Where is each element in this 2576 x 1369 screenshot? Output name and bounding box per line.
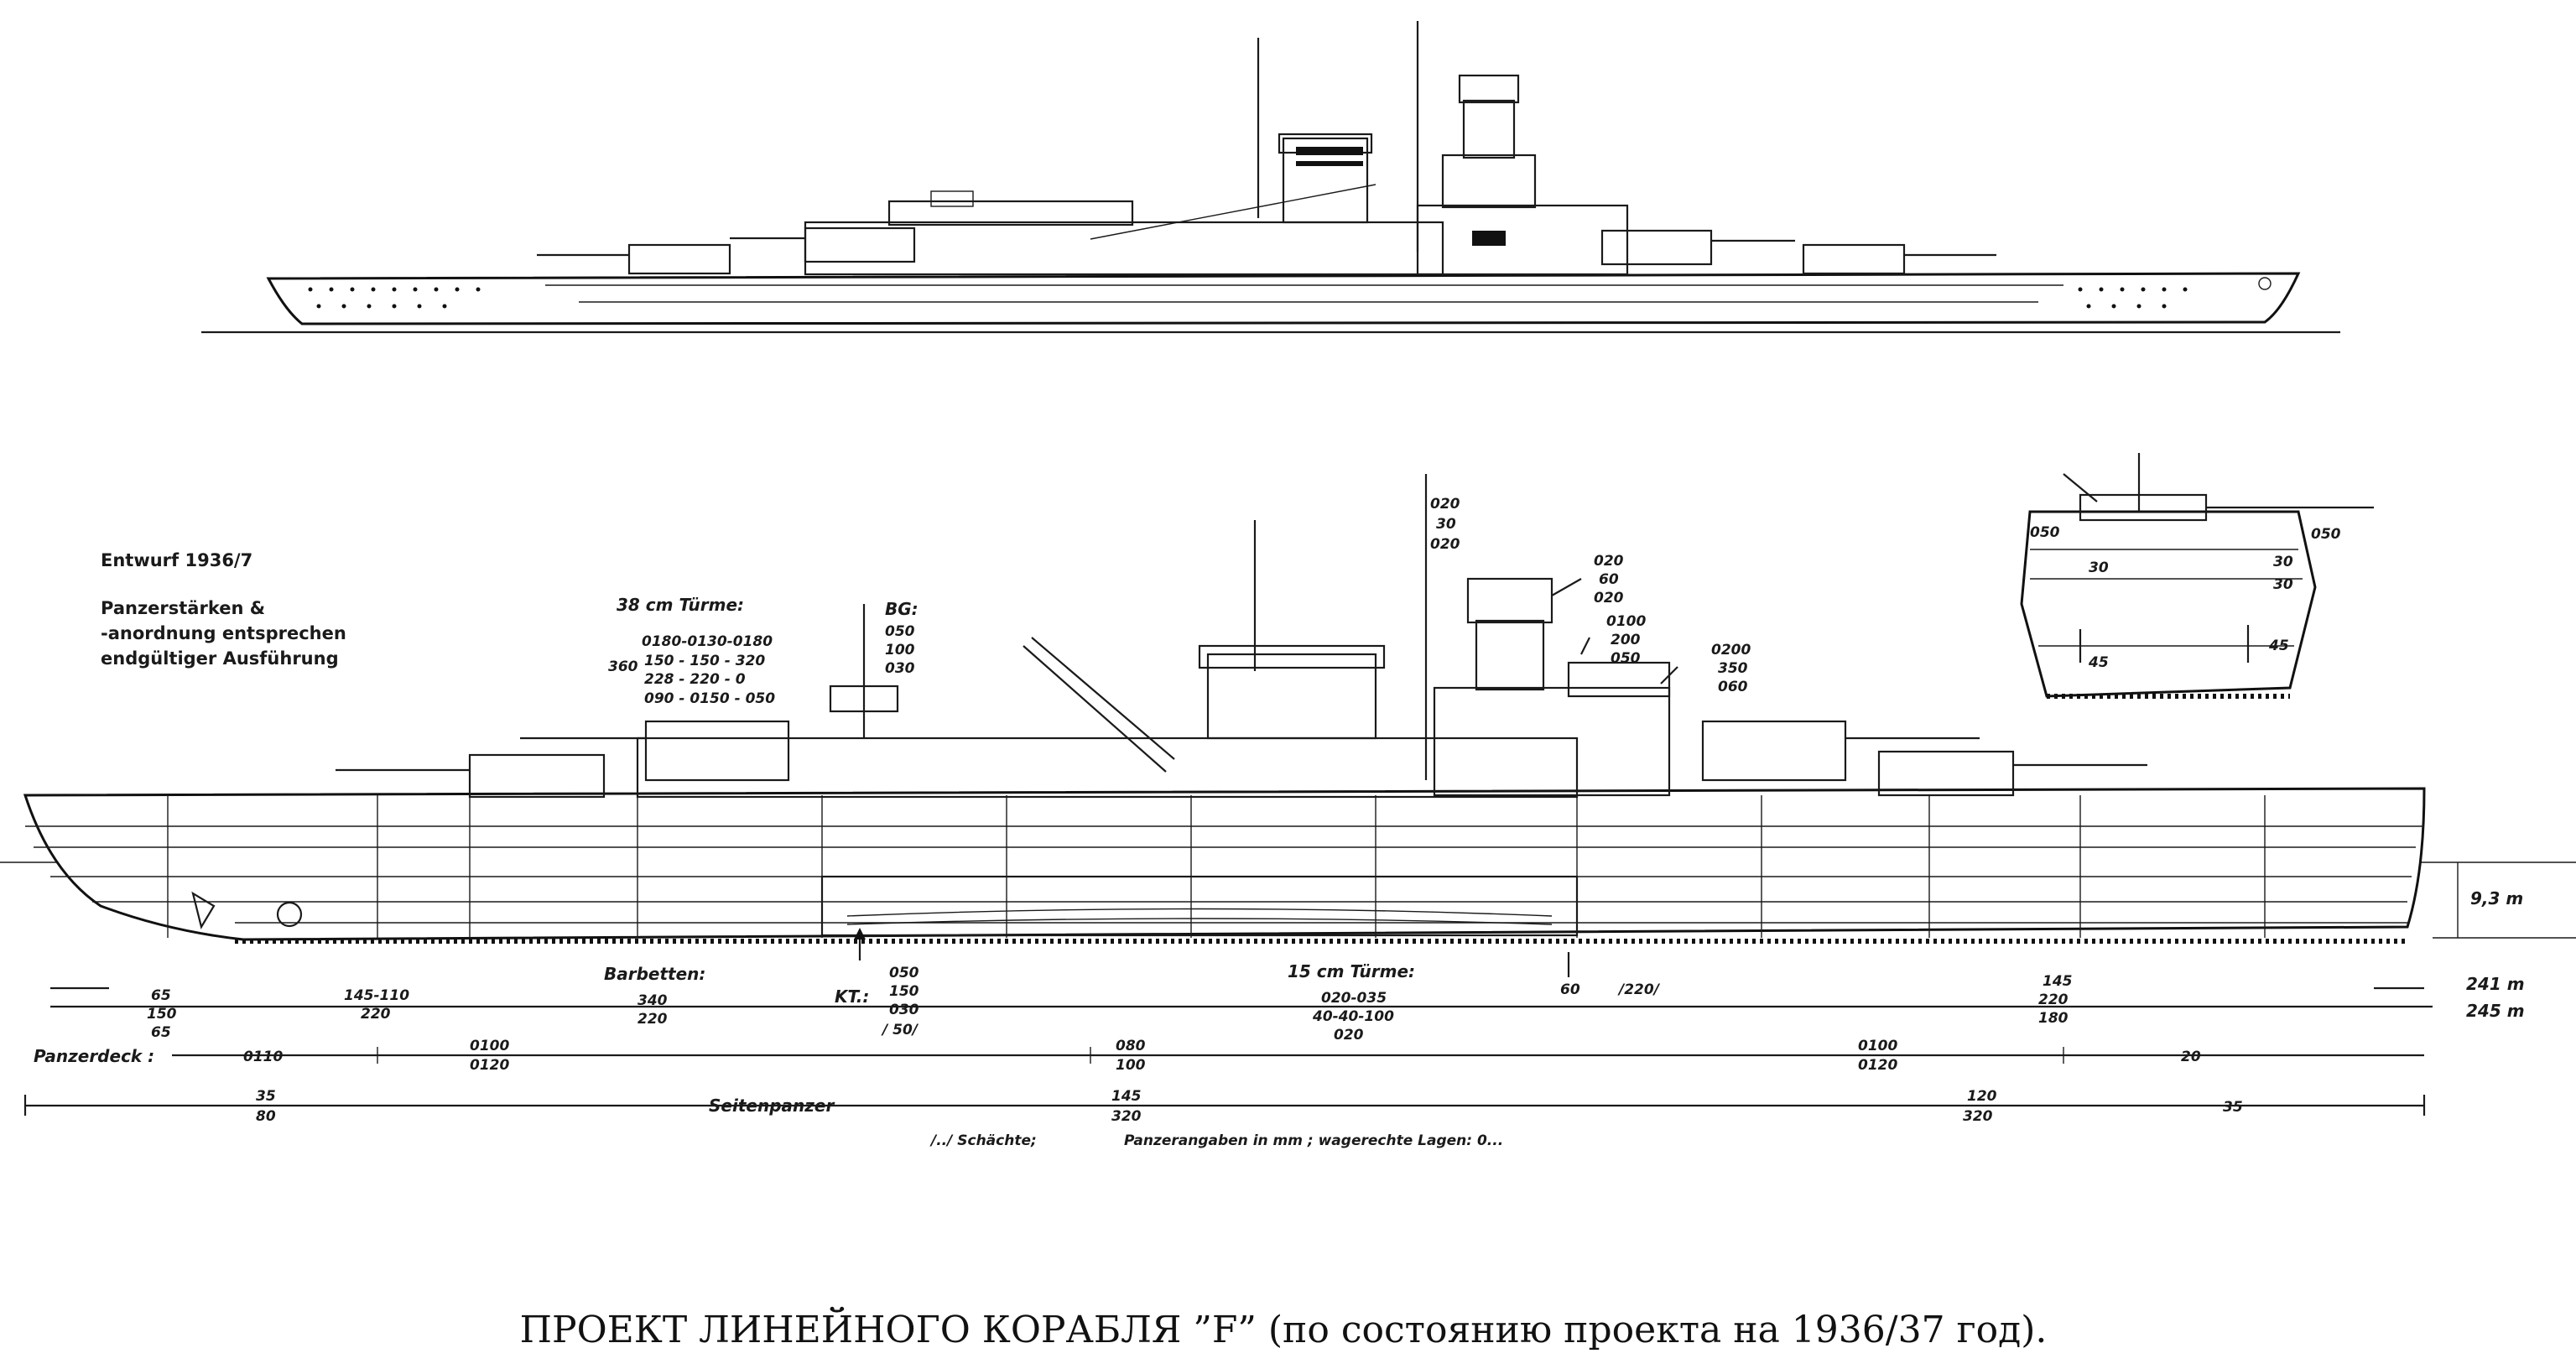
note-line-2: -anordnung entsprechen	[101, 623, 346, 643]
bg-value-1: 050	[885, 623, 915, 640]
section-050-left: 050	[2030, 524, 2060, 541]
seitenpanzer-value-2b: 320	[1111, 1108, 1142, 1125]
panzerdeck-value-3b: 100	[1116, 1057, 1146, 1074]
t15-value-3: 020	[1334, 1027, 1364, 1044]
entwurf-label: Entwurf 1936/7	[101, 550, 252, 570]
length-wl-label: 241 m	[2466, 974, 2525, 994]
bg-value-2: 100	[885, 642, 915, 658]
bridge-armor-3: 020	[1430, 536, 1460, 553]
kt-value-2: 150	[889, 983, 919, 1000]
panzerdeck-value-4b: 0120	[1858, 1057, 1897, 1074]
fc3-armor-3: 060	[1718, 679, 1748, 695]
bg-value-3: 030	[885, 660, 915, 677]
section-45-left: 45	[2088, 654, 2109, 671]
turrets-main	[336, 720, 2147, 799]
seitenpanzer-label: Seitenpanzer	[709, 1096, 835, 1116]
fc2-armor-2: 200	[1611, 632, 1641, 648]
panzerdeck-value-1: 0110	[243, 1049, 283, 1065]
seitenpanzer-value-1b: 80	[256, 1108, 276, 1125]
fc2-armor-1: 0100	[1606, 613, 1646, 630]
outboard-profile	[201, 21, 2340, 334]
t38-row-1: 0180-0130-0180	[642, 633, 773, 650]
tuerme15-label: 15 cm Türme:	[1288, 961, 1415, 981]
mid-armor-2: /220/	[1617, 981, 1661, 998]
panzerdeck-value-2a: 0100	[470, 1038, 509, 1054]
panzerdeck-value-5: 20	[2181, 1049, 2201, 1065]
fc1-armor-1: 020	[1594, 553, 1624, 570]
bow-armor-2: 150	[147, 1006, 177, 1023]
bow-armor-1: 65	[151, 987, 171, 1004]
note-line-1: Panzerstärken &	[101, 598, 265, 618]
seitenpanzer-value-3a: 120	[1967, 1088, 1997, 1105]
kt-value-3: 030	[889, 1002, 919, 1018]
length-oa-label: 245 m	[2466, 1001, 2525, 1021]
aft-armor-1: 145-110	[344, 987, 409, 1004]
portholes-fwd	[2078, 277, 2272, 309]
note-line-3: endgültiger Ausführung	[101, 648, 339, 669]
turrets-top	[537, 226, 1996, 275]
fc1-armor-3: 020	[1594, 590, 1624, 606]
panzerdeck-value-3a: 080	[1116, 1038, 1146, 1054]
inboard-profile	[0, 474, 2576, 1008]
panzerdeck-value-4a: 0100	[1858, 1038, 1897, 1054]
seitenpanzer-value-3b: 320	[1963, 1108, 1993, 1125]
t38-row-3: 228 - 220 - 0	[644, 671, 746, 688]
seitenpanzer-value-4: 35	[2223, 1099, 2243, 1116]
section-050-right: 050	[2311, 526, 2341, 543]
drawing-caption: ПРОЕКТ ЛИНЕЙНОГО КОРАБЛЯ ”F” (по состоян…	[520, 1306, 2048, 1351]
annotation-arrows	[854, 578, 1678, 977]
kt-value-1: 050	[889, 965, 919, 981]
bg-label: BG:	[885, 599, 919, 619]
fc3-armor-2: 350	[1718, 660, 1748, 677]
barbetten-value-2: 220	[637, 1011, 668, 1028]
kt-value-4: / 50/	[881, 1022, 919, 1038]
bridge-armor-2: 30	[1436, 516, 1456, 533]
bow-armor-3: 65	[151, 1024, 171, 1041]
fwd-armor-3: 180	[2038, 1010, 2069, 1027]
section-30-b: 30	[2273, 554, 2293, 570]
dimension-lines	[23, 1047, 2426, 1116]
legend-units: Panzerangaben in mm ; wagerechte Lagen: …	[1124, 1132, 1503, 1149]
fc1-armor-2: 60	[1599, 571, 1619, 588]
barbetten-value-1: 340	[637, 992, 668, 1009]
seitenpanzer-value-2a: 145	[1111, 1088, 1142, 1105]
t15-value-1: 020-035	[1321, 990, 1387, 1007]
section-30-a: 30	[2089, 560, 2109, 576]
barbetten-label: Barbetten:	[604, 964, 705, 984]
t38-row-4: 090 - 0150 - 050	[644, 690, 775, 707]
kt-label: KT.:	[835, 986, 869, 1007]
fc3-armor-1: 0200	[1711, 642, 1751, 658]
mid-armor-1: 60	[1560, 981, 1580, 998]
tuerme38-label: 38 cm Türme:	[617, 595, 744, 615]
frames	[167, 795, 2266, 938]
section-45-right: 45	[2268, 638, 2289, 654]
t15-value-2: 40-40-100	[1312, 1008, 1394, 1025]
panzerdeck-value-2b: 0120	[470, 1057, 509, 1074]
panzerdeck-label: Panzerdeck :	[34, 1046, 154, 1066]
seitenpanzer-value-1a: 35	[256, 1088, 276, 1105]
bridge-armor-1: 020	[1430, 496, 1460, 513]
fwd-armor-2: 220	[2038, 992, 2069, 1008]
fwd-armor-1: 145	[2043, 973, 2073, 990]
section-30-c: 30	[2273, 576, 2293, 593]
legend-schaechte: /../ Schächte;	[929, 1132, 1037, 1149]
fc2-armor-3: 050	[1611, 650, 1641, 667]
portholes-aft	[308, 287, 481, 309]
t38-row-2: 150 - 150 - 320	[644, 653, 765, 669]
midship-section	[2020, 453, 2374, 699]
aft-armor-2: 220	[361, 1006, 391, 1023]
draft-label: 9,3 m	[2470, 888, 2523, 908]
t38-row-2-prefix: 360	[608, 658, 638, 675]
